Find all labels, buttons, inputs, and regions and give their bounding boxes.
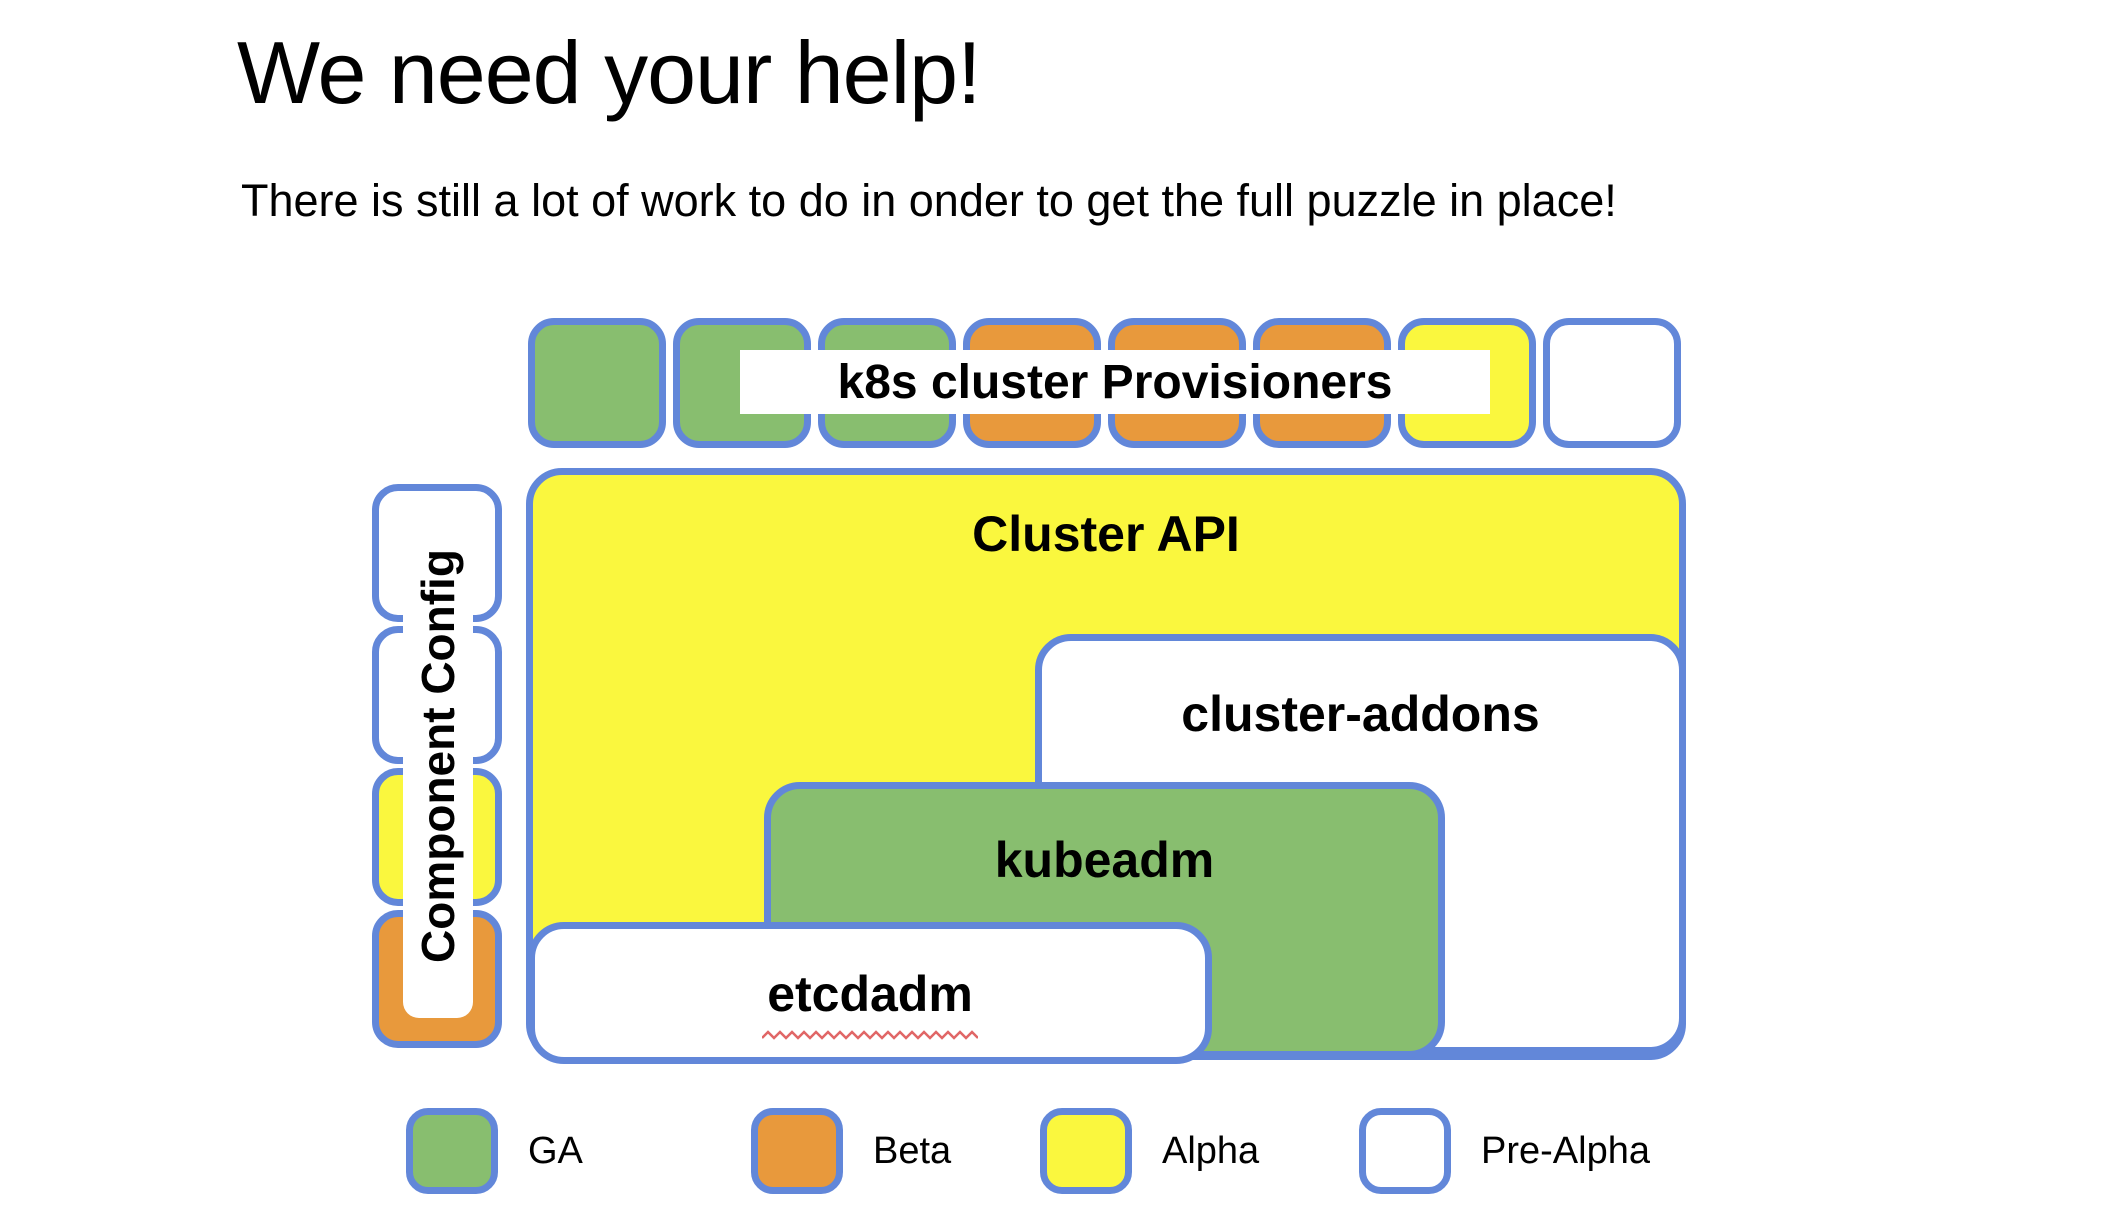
page-subtitle: There is still a lot of work to do in on… (241, 175, 1617, 226)
legend-swatch-alpha (1040, 1108, 1132, 1194)
legend-label-alpha: Alpha (1162, 1129, 1260, 1172)
legend-label-prealpha: Pre-Alpha (1481, 1129, 1650, 1172)
legend-swatch-beta (751, 1108, 843, 1194)
provisioner-square-prealpha (1543, 318, 1681, 448)
box-etcdadm: etcdadm (528, 922, 1212, 1064)
legend-item-ga: GA (406, 1108, 583, 1194)
kubeadm-label: kubeadm (994, 832, 1215, 888)
cluster-addons-label: cluster-addons (1181, 686, 1540, 742)
legend-swatch-prealpha (1359, 1108, 1451, 1194)
legend-item-beta: Beta (751, 1108, 951, 1194)
legend-label-beta: Beta (873, 1129, 952, 1172)
provisioner-square-ga (528, 318, 666, 448)
page-title: We need your help! (237, 23, 982, 122)
legend-item-alpha: Alpha (1040, 1108, 1259, 1194)
cluster-api-label: Cluster API (972, 506, 1240, 562)
spellcheck-squiggle-icon (535, 1029, 1205, 1041)
legend-label-ga: GA (528, 1129, 583, 1172)
legend-swatch-ga (406, 1108, 498, 1194)
component-config-label-strip (403, 495, 473, 1018)
provisioners-label: k8s cluster Provisioners (740, 350, 1490, 414)
legend-item-prealpha: Pre-Alpha (1359, 1108, 1650, 1194)
component-config-label: Component Config (412, 549, 464, 963)
etcdadm-label: etcdadm (767, 966, 973, 1022)
